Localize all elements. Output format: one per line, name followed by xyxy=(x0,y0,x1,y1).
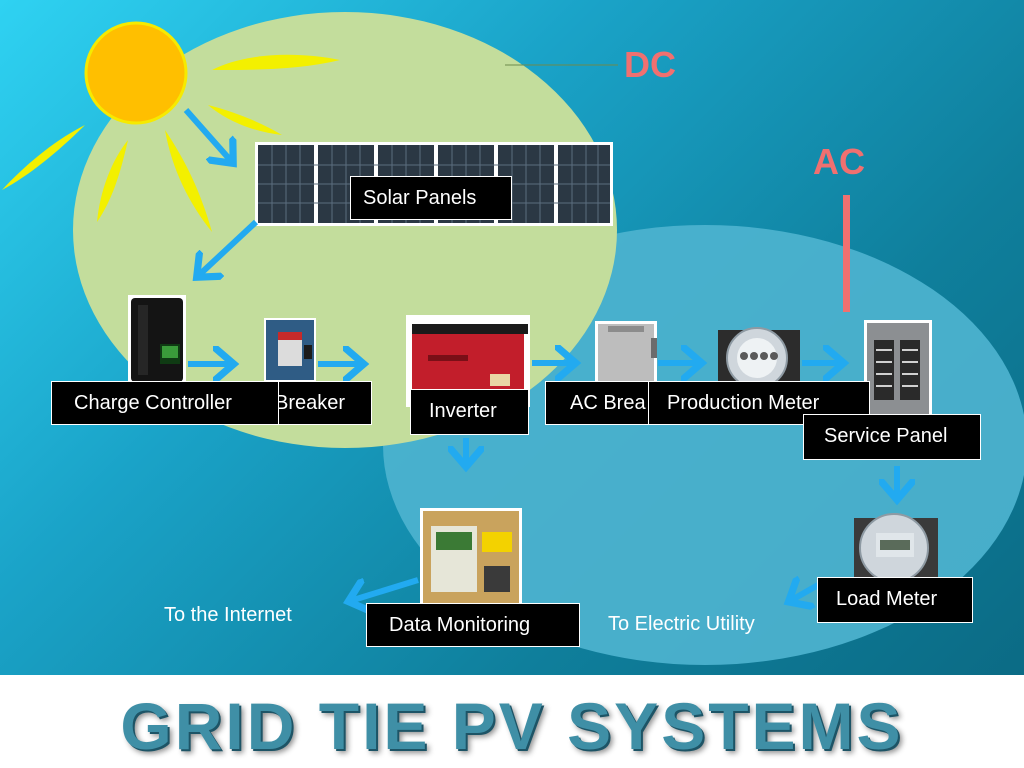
load-meter-image xyxy=(854,513,938,583)
diagram-background xyxy=(2,12,1024,665)
arrow-monitoring-to-internet xyxy=(350,577,419,601)
charge-controller-label: Charge Controller xyxy=(51,381,279,425)
production-meter-label: Production Meter xyxy=(648,381,870,425)
load-meter-label: Load Meter xyxy=(817,577,973,623)
ac-breaker-image xyxy=(595,321,657,385)
dc-breaker-label: Breaker xyxy=(262,381,372,425)
ac-label: AC xyxy=(813,141,865,182)
utility-destination-label: To Electric Utility xyxy=(608,613,755,635)
slide-title: GRID TIE PV SYSTEMS xyxy=(120,689,904,763)
solar-panels-label: Solar Panels xyxy=(350,176,512,220)
ac-breaker-label: AC Brea xyxy=(545,381,659,425)
dc-label: DC xyxy=(624,44,676,85)
arrow-loadmeter-to-utility xyxy=(790,585,820,601)
diagram-canvas: DC AC Solar Panels Breaker Charge Contro… xyxy=(0,0,1024,675)
service-panel-image xyxy=(864,320,932,416)
service-panel-label: Service Panel xyxy=(803,414,981,460)
production-meter-image xyxy=(718,327,800,389)
arrow-panels-to-controller xyxy=(198,219,259,276)
sun-rays xyxy=(2,54,340,232)
title-bar xyxy=(0,675,1024,768)
sun-icon xyxy=(84,21,188,125)
arrow-sun-to-panels xyxy=(183,108,232,162)
data-monitoring-label: Data Monitoring xyxy=(366,603,580,647)
ac-indicator-bar xyxy=(843,195,850,312)
charge-controller-image xyxy=(128,295,186,383)
internet-destination-label: To the Internet xyxy=(164,604,292,626)
data-monitoring-image xyxy=(420,508,522,606)
dc-breaker-image xyxy=(264,318,316,382)
inverter-label: Inverter xyxy=(410,389,529,435)
